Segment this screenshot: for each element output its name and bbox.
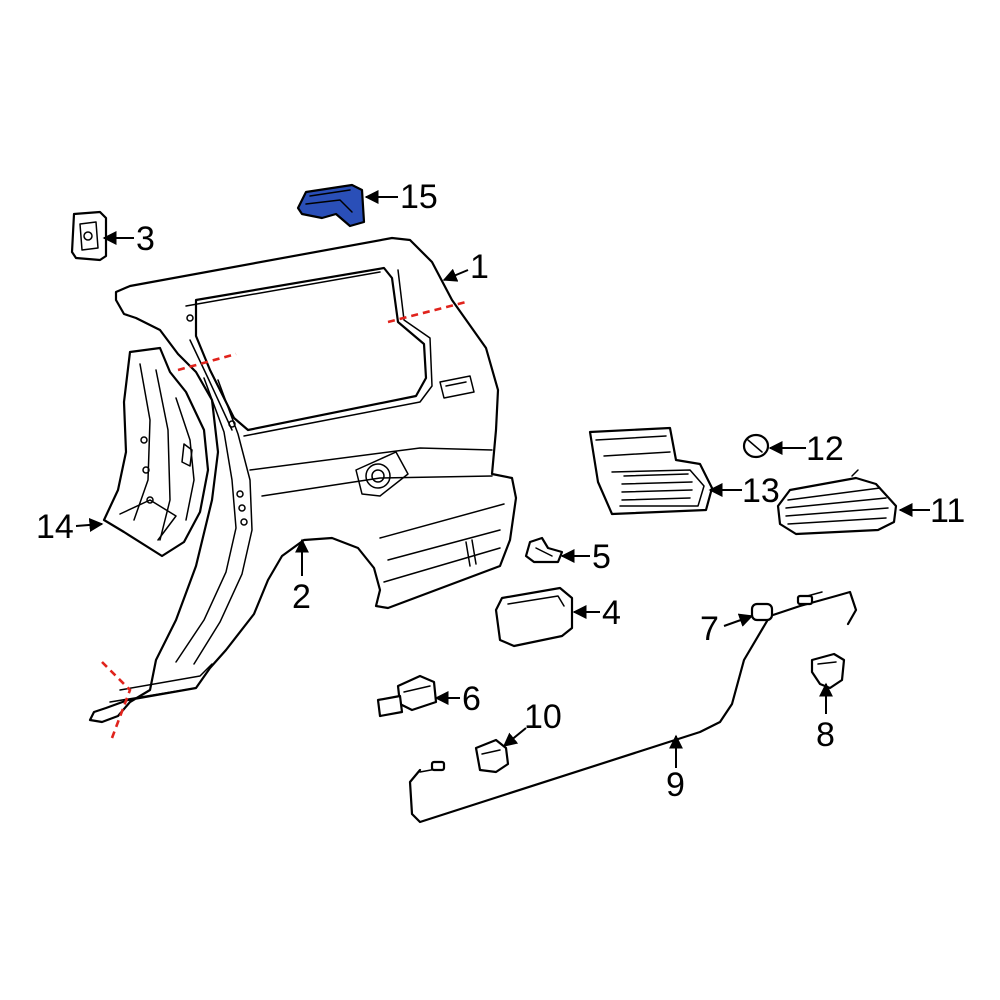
cut-lines — [101, 300, 467, 739]
callout-15[interactable]: 15 — [400, 178, 438, 216]
part-12-cap[interactable] — [742, 433, 770, 459]
callout-label: 14 — [36, 508, 74, 546]
callout-label: 3 — [136, 220, 155, 258]
part-6-actuator[interactable] — [376, 674, 438, 718]
callout-label: 6 — [462, 680, 481, 718]
callout-7[interactable]: 7 — [700, 610, 719, 648]
part-13-vent-housing[interactable] — [588, 426, 714, 516]
callout-label: 1 — [470, 248, 489, 286]
callout-1[interactable]: 1 — [470, 248, 489, 286]
callout-11[interactable]: 11 — [930, 492, 965, 530]
callout-6[interactable]: 6 — [462, 680, 481, 718]
callout-label: 15 — [400, 178, 438, 216]
leader-arrows — [75, 190, 930, 768]
callout-label: 10 — [524, 698, 562, 736]
callout-2[interactable]: 2 — [292, 578, 311, 616]
callout-10[interactable]: 10 — [524, 698, 562, 736]
part-11-vent-grille[interactable] — [776, 469, 898, 536]
part-15-bracket[interactable] — [296, 183, 366, 228]
callout-label: 4 — [602, 594, 621, 632]
part-9-release-cable[interactable] — [408, 590, 858, 824]
part-1-quarter-panel[interactable] — [88, 236, 518, 724]
part-3-plate[interactable] — [70, 210, 108, 262]
callout-label: 11 — [930, 492, 965, 530]
callout-label: 2 — [292, 578, 311, 616]
callout-label: 8 — [816, 716, 835, 754]
callout-14[interactable]: 14 — [36, 508, 74, 546]
part-5-clip[interactable] — [524, 536, 564, 564]
part-8-clip[interactable] — [810, 652, 846, 690]
callout-label: 5 — [592, 538, 611, 576]
callout-label: 13 — [742, 472, 780, 510]
part-10-cable-guide[interactable] — [474, 738, 510, 774]
callout-label: 12 — [806, 430, 844, 468]
callout-13[interactable]: 13 — [742, 472, 780, 510]
callout-12[interactable]: 12 — [806, 430, 844, 468]
part-7-grommet[interactable] — [750, 602, 774, 622]
part-4-fuel-door[interactable] — [494, 586, 574, 648]
callout-label: 7 — [700, 610, 719, 648]
callout-5[interactable]: 5 — [592, 538, 611, 576]
callout-8[interactable]: 8 — [816, 716, 835, 754]
part-14-inner-pillar[interactable] — [102, 346, 210, 558]
callout-label: 9 — [666, 766, 685, 804]
callout-9[interactable]: 9 — [666, 766, 685, 804]
callout-3[interactable]: 3 — [136, 220, 155, 258]
callout-4[interactable]: 4 — [602, 594, 621, 632]
